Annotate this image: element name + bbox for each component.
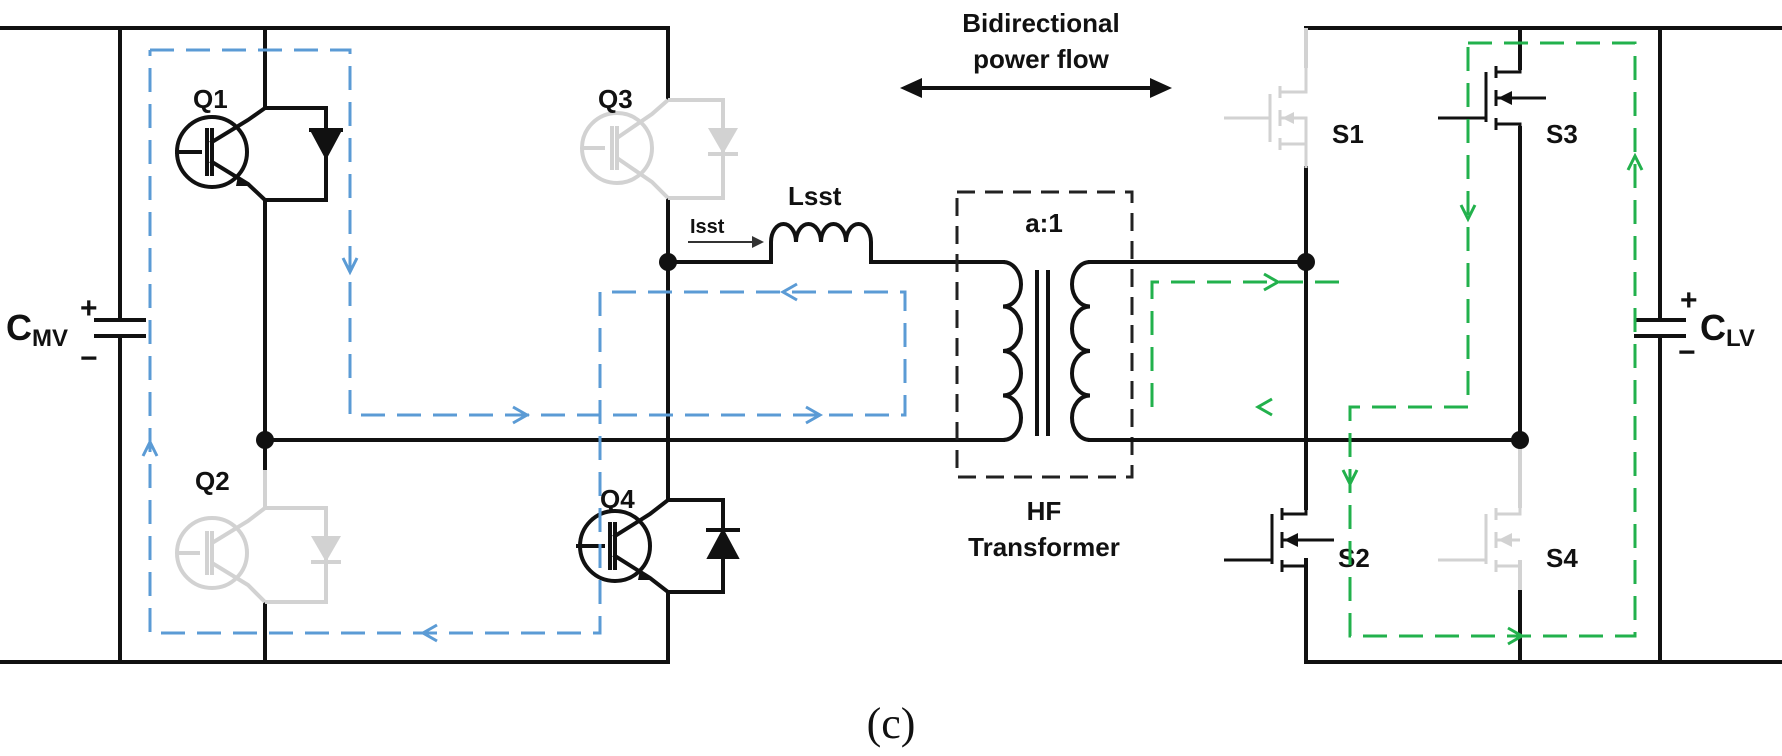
label-s2: S2 [1338, 543, 1370, 573]
lv-bridge-wiring [1088, 26, 1782, 664]
switch-s2 [1224, 508, 1334, 572]
label-q4: Q4 [600, 484, 635, 514]
current-arrow-isst [688, 236, 764, 248]
node-s1-s2-midpoint [1297, 253, 1315, 271]
label-q1: Q1 [193, 84, 228, 114]
capacitor-clv [1634, 318, 1686, 338]
cmv-minus-sign: − [80, 342, 98, 375]
clv-plus-sign: + [1680, 284, 1698, 317]
label-cmv: CMV [6, 307, 68, 352]
switch-q3 [580, 98, 738, 200]
flow-label-line1: Bidirectional [962, 8, 1119, 38]
mv-bridge-wiring [0, 26, 1005, 664]
label-s4: S4 [1546, 543, 1578, 573]
lv-current-path [1150, 41, 1644, 646]
bidirectional-arrow [900, 78, 1172, 98]
label-turns-ratio: a:1 [1025, 208, 1063, 238]
figure-caption: (c) [867, 699, 916, 748]
hf-transformer [955, 190, 1134, 479]
label-transformer-line2: Transformer [968, 532, 1120, 562]
node-right-leg [659, 253, 677, 271]
clv-minus-sign: − [1678, 336, 1696, 369]
mv-current-path [141, 48, 907, 643]
label-transformer-line1: HF [1027, 496, 1062, 526]
label-s1: S1 [1332, 119, 1364, 149]
label-q2: Q2 [195, 466, 230, 496]
label-clv: CLV [1700, 307, 1755, 352]
switch-s3 [1438, 66, 1546, 130]
label-q3: Q3 [598, 84, 633, 114]
node-left-midpoint [256, 431, 274, 449]
node-s3-s4-midpoint [1511, 431, 1529, 449]
cmv-plus-sign: + [80, 292, 98, 325]
switch-s1 [1224, 68, 1308, 168]
label-isst: Isst [690, 216, 725, 238]
switch-q1 [175, 105, 343, 203]
label-s3: S3 [1546, 119, 1578, 149]
inductor-lsst [769, 222, 879, 264]
flow-label-line2: power flow [973, 44, 1110, 74]
switch-s4 [1438, 508, 1522, 572]
capacitor-cmv [94, 318, 146, 338]
switch-q2 [175, 470, 341, 604]
label-lsst: Lsst [788, 181, 842, 211]
switch-q4 [576, 497, 740, 595]
